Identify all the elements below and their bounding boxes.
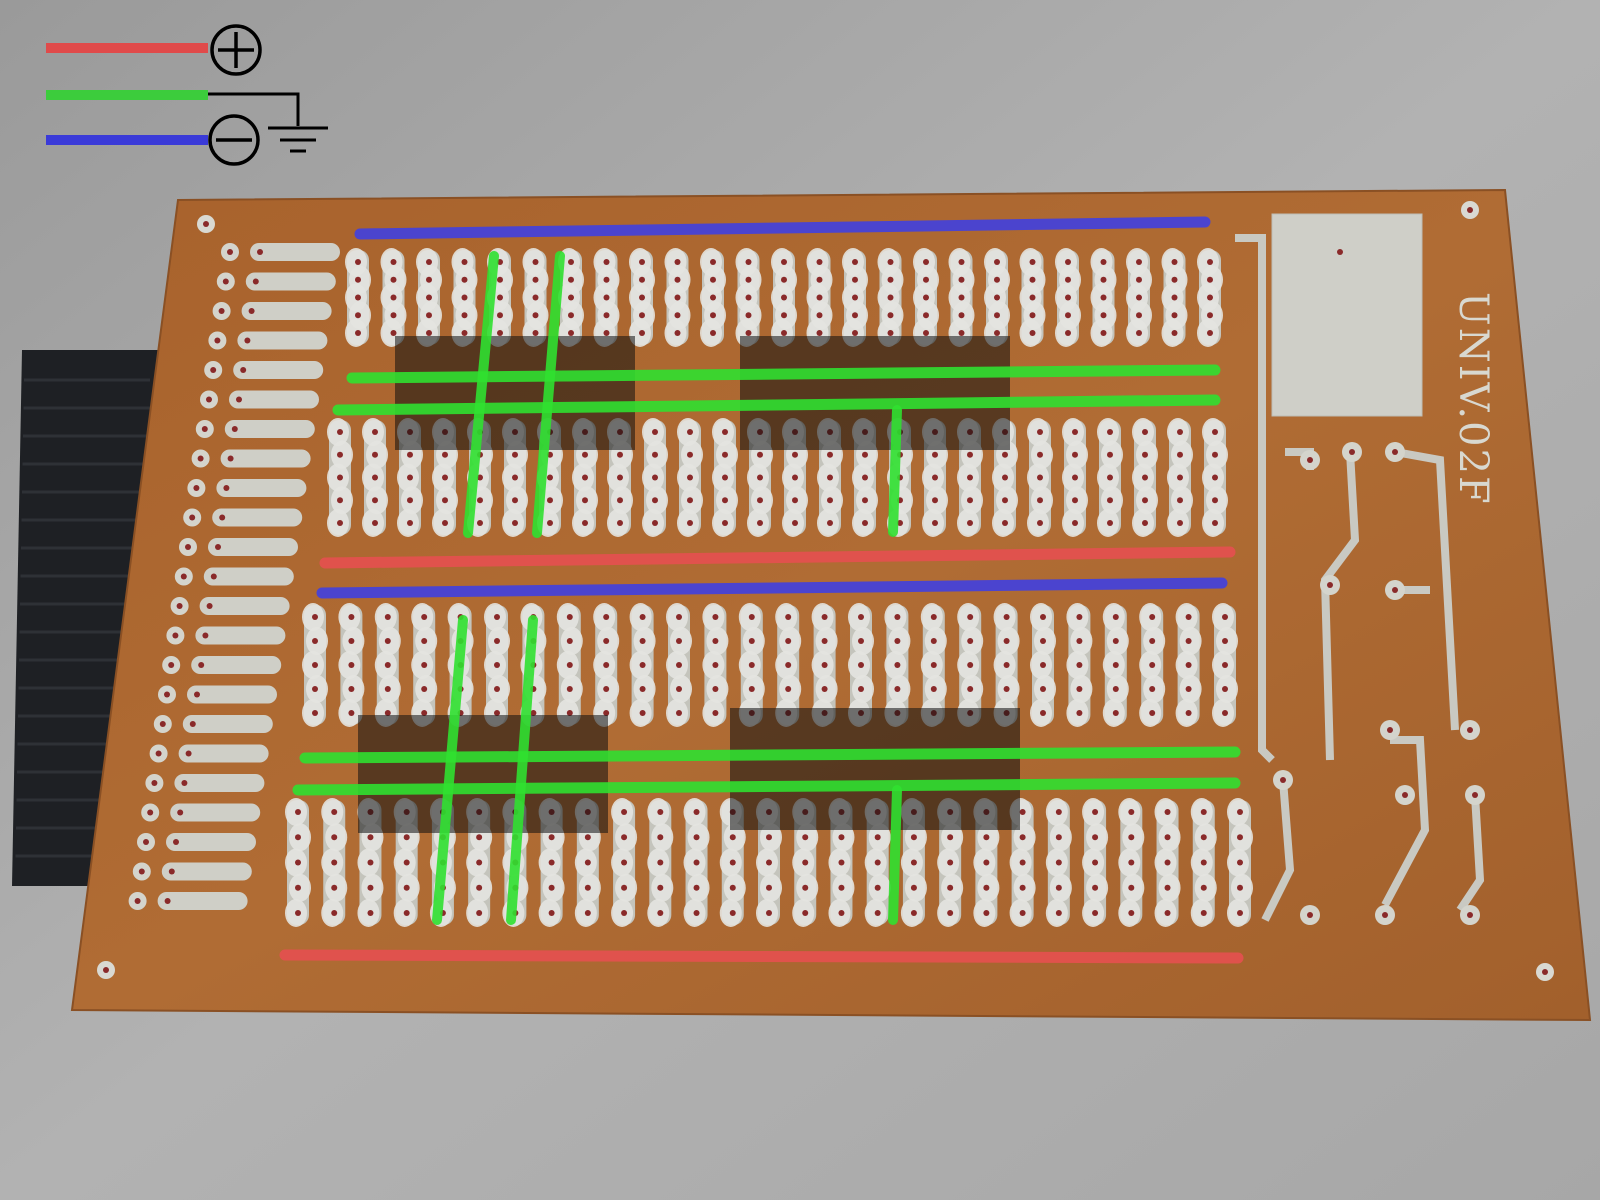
pad-strip bbox=[1212, 603, 1238, 727]
ic-overlays bbox=[358, 336, 1020, 833]
plus-circle-icon bbox=[210, 24, 262, 76]
legend bbox=[46, 24, 328, 166]
pad-strip bbox=[1009, 798, 1036, 927]
pad-strip bbox=[1197, 248, 1223, 347]
positive-rail-bottom bbox=[279, 949, 1244, 964]
pad-strip bbox=[1090, 248, 1117, 347]
ic-overlay-top-left bbox=[395, 336, 635, 450]
ground-icon bbox=[208, 92, 328, 153]
pad-strip bbox=[913, 248, 939, 347]
pad-strip bbox=[771, 248, 797, 347]
pad-strip bbox=[735, 248, 762, 347]
pad-strip bbox=[842, 248, 868, 347]
pad-strip bbox=[362, 418, 388, 537]
negative-rail-top bbox=[354, 216, 1211, 240]
ground-stub-top-1 bbox=[463, 251, 499, 538]
pad-strip bbox=[1227, 798, 1253, 927]
positive-rail-mid bbox=[319, 546, 1236, 569]
pad-strip bbox=[712, 418, 738, 537]
pad-strip bbox=[664, 248, 691, 347]
pad-strip bbox=[877, 248, 904, 347]
pad-strip bbox=[719, 798, 746, 927]
solder-pad-grid bbox=[285, 248, 1253, 927]
pad-strip bbox=[1062, 418, 1088, 537]
ground-stub-bottom-2 bbox=[506, 615, 538, 925]
pad-strip bbox=[984, 248, 1010, 347]
pad-strip bbox=[593, 248, 620, 347]
negative-rail-mid bbox=[316, 577, 1228, 599]
pad-strip bbox=[1030, 603, 1056, 727]
pad-strip bbox=[411, 603, 438, 727]
pad-strip bbox=[327, 418, 353, 537]
pad-strip bbox=[321, 798, 348, 927]
pad-strip bbox=[556, 603, 583, 727]
pad-strip bbox=[806, 248, 833, 347]
pad-strip bbox=[738, 603, 765, 727]
pad-strip bbox=[792, 798, 819, 927]
pad-strip bbox=[522, 248, 549, 347]
pad-strip bbox=[374, 603, 401, 727]
pad-strip bbox=[593, 603, 620, 727]
pad-strip bbox=[756, 798, 782, 927]
board-silkscreen-label: UNIV.02F bbox=[1450, 292, 1496, 506]
pad-strip bbox=[1126, 248, 1152, 347]
connector-pads bbox=[128, 243, 340, 910]
minus-circle-icon bbox=[208, 114, 260, 166]
pad-strip bbox=[1055, 248, 1081, 347]
pad-strip bbox=[1019, 248, 1046, 347]
pad-strip bbox=[611, 798, 638, 927]
pad-strip bbox=[1154, 798, 1181, 927]
ic-overlay-bottom-right bbox=[730, 708, 1020, 830]
pad-strip bbox=[416, 248, 442, 347]
pad-strip bbox=[1161, 248, 1188, 347]
pad-strip bbox=[380, 248, 407, 347]
pad-strip bbox=[666, 603, 692, 727]
pad-strip bbox=[1132, 418, 1158, 537]
pad-strip bbox=[1102, 603, 1129, 727]
pad-strip bbox=[1190, 798, 1217, 927]
pad-strip bbox=[1175, 603, 1202, 727]
pad-strip bbox=[647, 798, 674, 927]
pad-strip bbox=[629, 248, 655, 347]
ground-rail-bottom-1 bbox=[299, 746, 1241, 764]
power-rails bbox=[279, 216, 1244, 964]
mounting-holes bbox=[97, 201, 1554, 981]
pad-strip bbox=[345, 248, 371, 347]
ground-stub-bottom-1 bbox=[432, 615, 468, 925]
ground-stub-top-3 bbox=[888, 405, 902, 537]
ground-rail-bottom-2 bbox=[292, 777, 1241, 796]
pad-strip bbox=[700, 248, 726, 347]
pad-strip bbox=[484, 603, 510, 727]
pad-strip bbox=[677, 418, 703, 537]
pcb-right-traces bbox=[1235, 213, 1485, 925]
pad-strip bbox=[702, 603, 729, 727]
pad-strip bbox=[1167, 418, 1193, 537]
ic-overlay-bottom-left bbox=[358, 715, 608, 833]
ground-stub-top-2 bbox=[532, 251, 565, 538]
pad-strip bbox=[1202, 418, 1228, 537]
pad-strip bbox=[1082, 798, 1109, 927]
pad-strip bbox=[683, 798, 710, 927]
pad-strip bbox=[1045, 798, 1072, 927]
pad-strip bbox=[338, 603, 365, 727]
pad-strip bbox=[1066, 603, 1093, 727]
pad-strip bbox=[1027, 418, 1053, 537]
pad-strip bbox=[1139, 603, 1166, 727]
ic-overlay-top-right bbox=[740, 336, 1010, 450]
pad-strip bbox=[1118, 798, 1145, 927]
pad-strip bbox=[451, 248, 478, 347]
pad-strip bbox=[1097, 418, 1123, 537]
ground-stub-bottom-3 bbox=[888, 785, 902, 925]
ground-rail-top-1 bbox=[346, 364, 1221, 384]
pad-strip bbox=[948, 248, 975, 347]
pad-strip bbox=[302, 603, 328, 727]
pad-strip bbox=[642, 418, 668, 537]
pad-strip bbox=[629, 603, 656, 727]
pad-strip bbox=[285, 798, 311, 927]
